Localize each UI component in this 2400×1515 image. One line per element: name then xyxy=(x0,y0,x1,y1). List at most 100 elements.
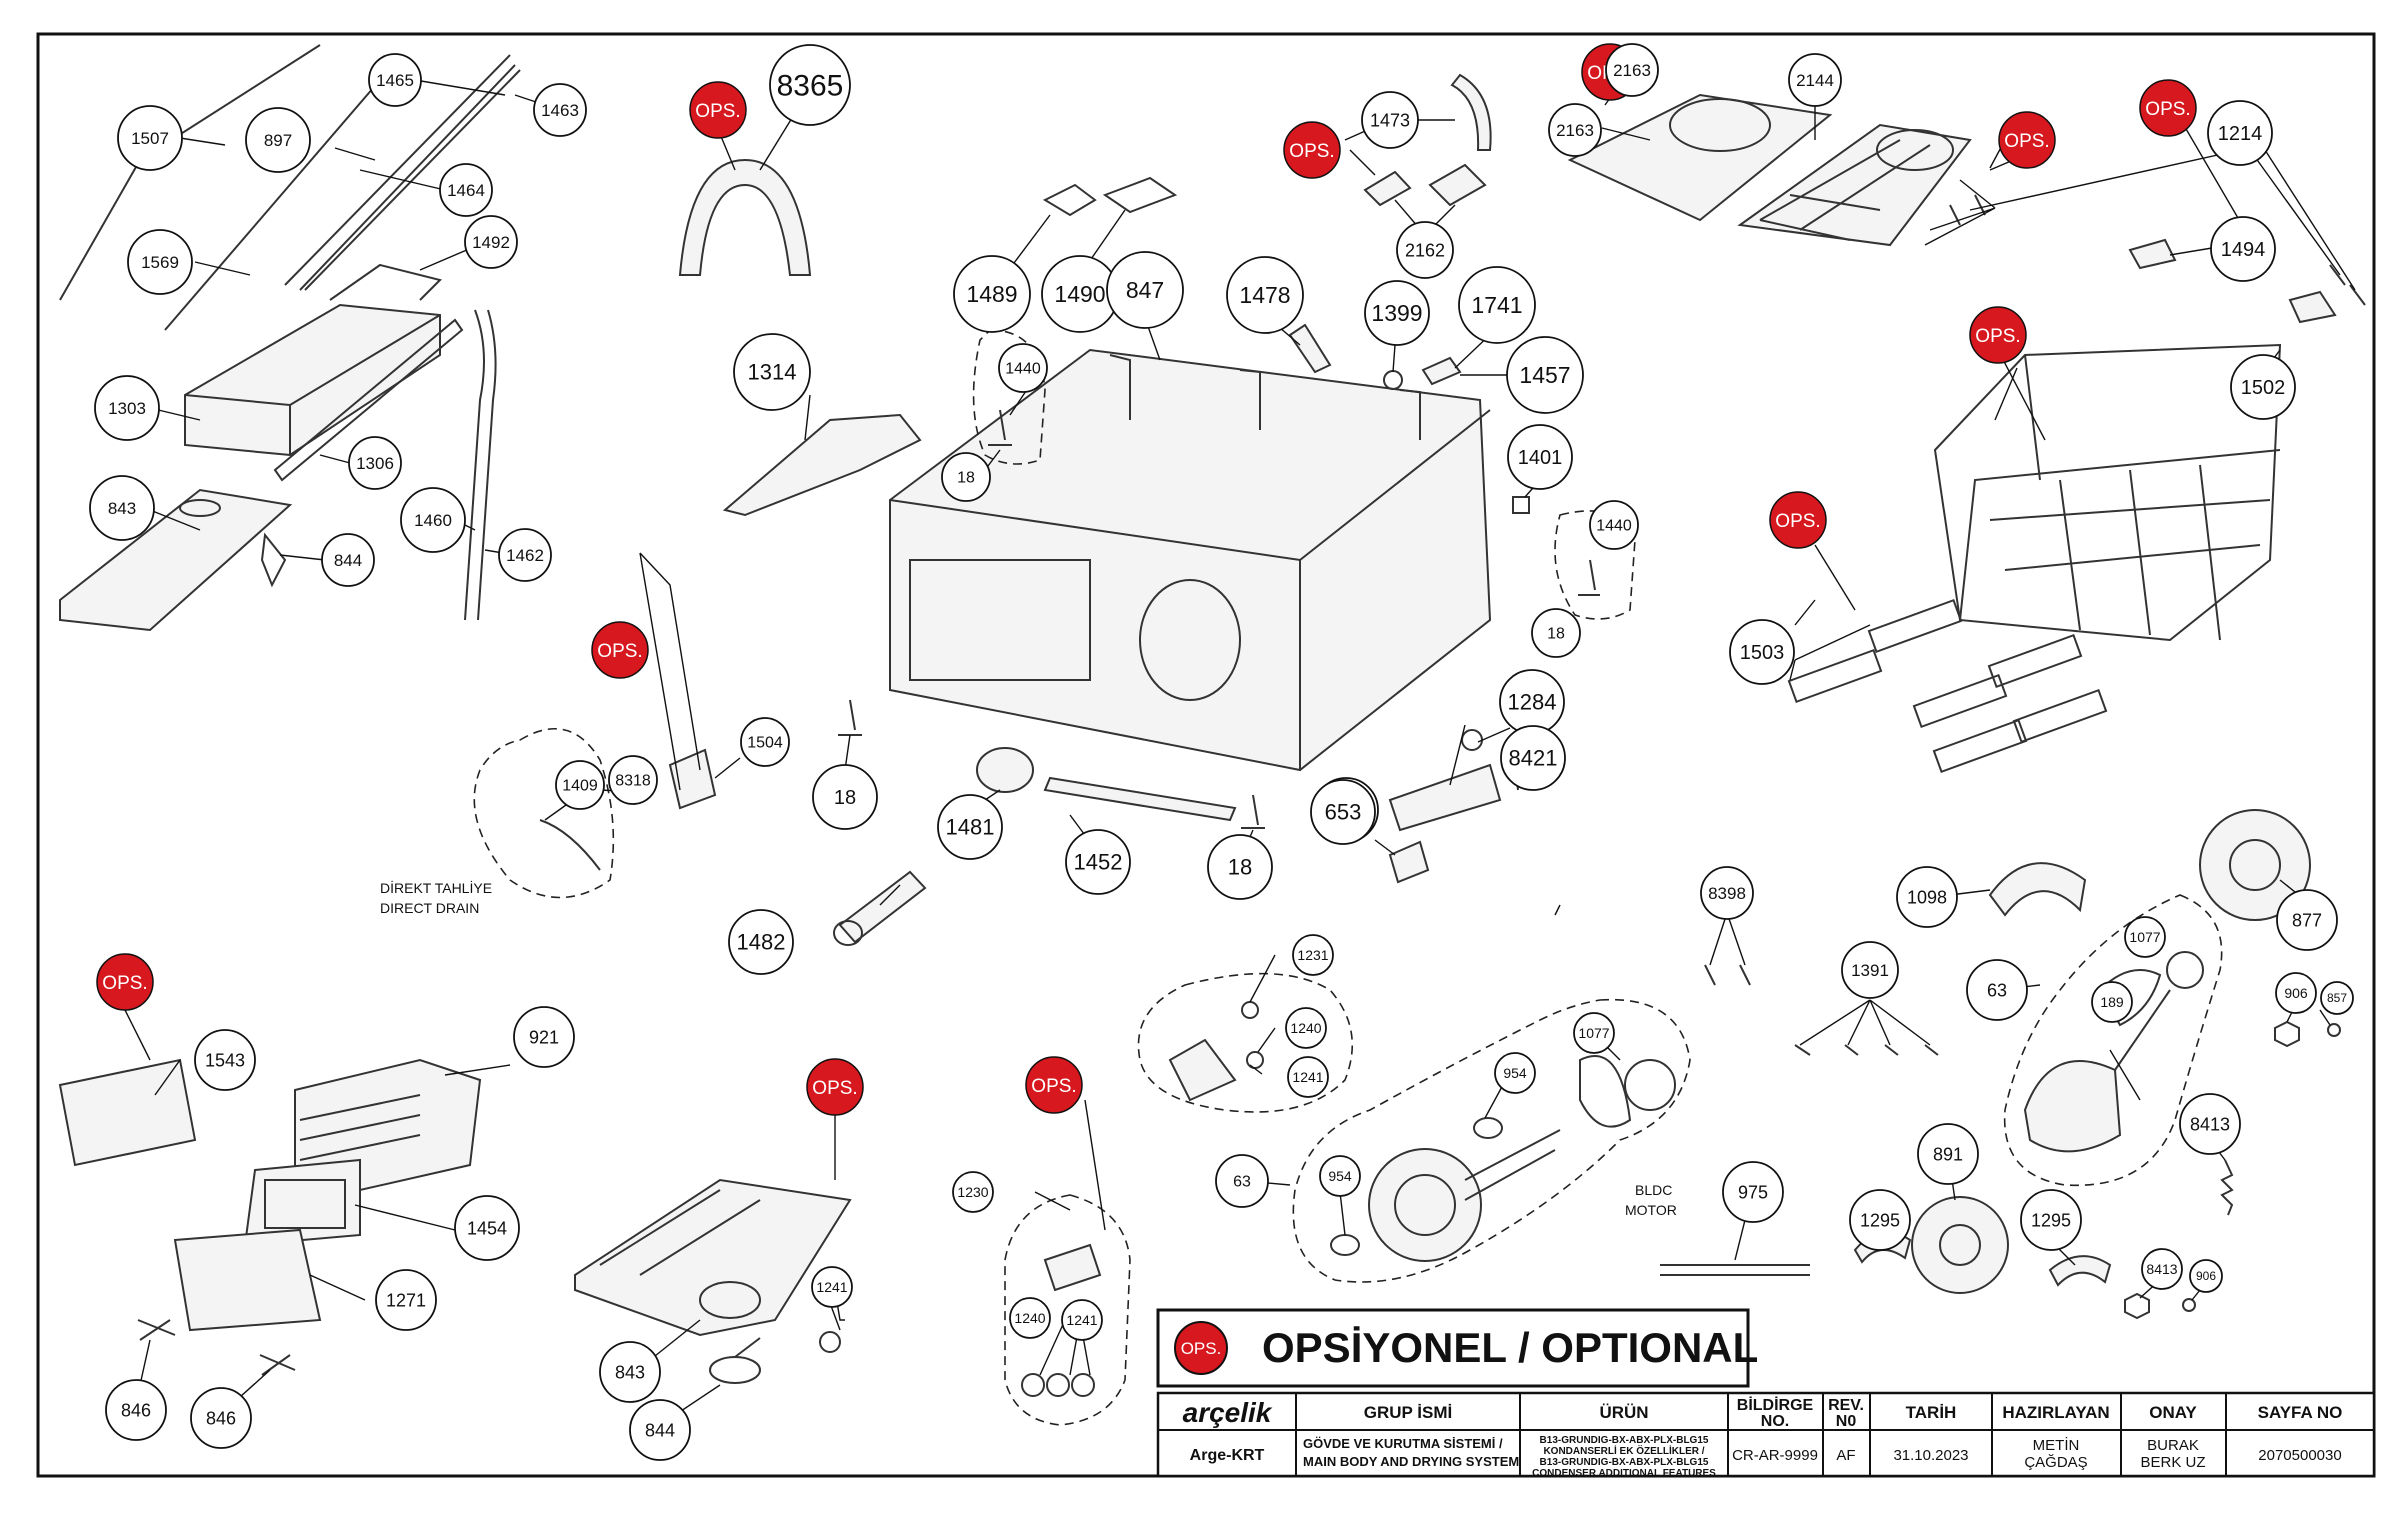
motor-label: MOTOR xyxy=(1625,1202,1677,1218)
callout-number: 1478 xyxy=(1239,282,1290,308)
callout-circle xyxy=(1226,256,1304,334)
callout-1741: 1741 xyxy=(1458,266,1536,344)
page-number: 2070500030 xyxy=(2258,1447,2341,1464)
callout-number: 18 xyxy=(957,470,975,487)
callout-number: 1231 xyxy=(1297,947,1328,963)
callout-number: 891 xyxy=(1933,1144,1963,1164)
callout-number: 1284 xyxy=(1508,690,1557,715)
callout-8365: 8365 xyxy=(769,44,851,126)
brand-sub: Arge-KRT xyxy=(1190,1447,1265,1464)
ops-badge-text: OPS. xyxy=(1031,1076,1076,1097)
callout-number: 1507 xyxy=(131,129,169,148)
group-line-2: MAIN BODY AND DRYING SYSTEM xyxy=(1303,1454,1519,1469)
revision: AF xyxy=(1836,1447,1855,1464)
callout-1478: 1478 xyxy=(1226,256,1304,334)
callout-1482: 1482 xyxy=(728,909,794,975)
ops-badge-text: OPS. xyxy=(2004,131,2049,152)
callout-1401: 1401 xyxy=(1507,424,1573,490)
callout-number: 1295 xyxy=(2031,1210,2071,1230)
callout-circle xyxy=(2020,1189,2082,1251)
callout-8413: 8413 xyxy=(2141,1248,2183,1290)
callout-1391: 1391 xyxy=(1841,941,1899,999)
callout-975: 975 xyxy=(1722,1161,1784,1223)
callout-number: 1440 xyxy=(1005,361,1041,378)
ops-badge-circle xyxy=(806,1058,864,1116)
callout-number: 1077 xyxy=(1578,1025,1609,1041)
callout-843: 843 xyxy=(89,475,155,541)
callout-circle xyxy=(952,1171,994,1213)
ops-badge: OPS. xyxy=(591,621,649,679)
callout-number: 1457 xyxy=(1519,362,1570,388)
callout-number: 1271 xyxy=(386,1290,426,1310)
product-line-1: B13-GRUNDIG-BX-ABX-PLX-BLG15 xyxy=(1540,1435,1709,1446)
callout-1440: 1440 xyxy=(998,343,1048,393)
callout-number: 653 xyxy=(1325,800,1362,825)
callout-circle xyxy=(439,163,493,217)
product-line-2: KONDANSERLİ EK ÖZELLİKLER / xyxy=(1543,1444,1704,1457)
callout-1504: 1504 xyxy=(740,717,790,767)
ops-badge: OPS. xyxy=(2139,79,2197,137)
callout-number: 18 xyxy=(1228,855,1252,880)
callout-18: 18 xyxy=(941,452,991,502)
callout-189: 189 xyxy=(2091,981,2133,1023)
callout-number: 1543 xyxy=(205,1050,245,1070)
callout-circle xyxy=(1896,866,1958,928)
ops-badge: OPS. xyxy=(806,1058,864,1116)
direct-drain-label-en: DIRECT DRAIN xyxy=(380,900,479,916)
header-notice-1: BİLDİRGE xyxy=(1737,1396,1814,1414)
callout-circle xyxy=(1507,424,1573,490)
callout-circle xyxy=(2179,1093,2241,1155)
callout-number: 189 xyxy=(2100,994,2124,1010)
callout-63: 63 xyxy=(1966,959,2028,1021)
callout-circle xyxy=(375,1269,437,1331)
kit-outlines xyxy=(473,329,2223,1426)
callout-circle xyxy=(1500,725,1566,791)
brand-logo: arçelik xyxy=(1183,1397,1273,1428)
callout-circle xyxy=(953,255,1031,333)
sheet-border xyxy=(36,32,2376,1478)
header-prepared: HAZIRLAYAN xyxy=(2002,1403,2109,1422)
callout-number: 1569 xyxy=(141,253,179,272)
callout-number: 1503 xyxy=(1740,642,1785,664)
callout-circle xyxy=(2230,354,2296,420)
callout-1295: 1295 xyxy=(2020,1189,2082,1251)
callout-circle xyxy=(1729,619,1795,685)
callout-number: 975 xyxy=(1738,1182,1768,1202)
callout-1241: 1241 xyxy=(1287,1056,1329,1098)
callout-1303: 1303 xyxy=(94,375,160,441)
callout-number: 1482 xyxy=(737,930,786,955)
callout-number: 1241 xyxy=(1292,1069,1323,1085)
approved-2: BERK UZ xyxy=(2140,1454,2205,1471)
callout-circle xyxy=(1009,1297,1051,1339)
callout-number: 906 xyxy=(2196,1269,2216,1283)
callout-number: 1440 xyxy=(1596,518,1632,535)
callout-1489: 1489 xyxy=(953,255,1031,333)
callout-number: 1295 xyxy=(1860,1210,1900,1230)
callout-921: 921 xyxy=(513,1006,575,1068)
callout-1271: 1271 xyxy=(375,1269,437,1331)
callout-number: 1502 xyxy=(2241,377,2286,399)
header-page: SAYFA NO xyxy=(2258,1403,2343,1422)
callouts: 1507146514638971464156914921303130684384… xyxy=(89,43,2354,1461)
callout-846: 846 xyxy=(105,1379,167,1441)
callout-circle xyxy=(728,909,794,975)
callout-number: 1306 xyxy=(356,454,394,473)
callout-circle xyxy=(1548,103,1602,157)
callout-number: 844 xyxy=(334,551,362,570)
callout-circle xyxy=(2091,981,2133,1023)
callout-circle xyxy=(1841,941,1899,999)
callout-1230: 1230 xyxy=(952,1171,994,1213)
callout-number: 1401 xyxy=(1518,447,1563,469)
callout-number: 954 xyxy=(1503,1065,1527,1081)
ops-badge: OPS. xyxy=(1025,1056,1083,1114)
callout-number: 954 xyxy=(1328,1168,1352,1184)
callout-18: 18 xyxy=(1531,608,1581,658)
callout-circle xyxy=(454,1195,520,1261)
header-group: GRUP İSMİ xyxy=(1364,1403,1452,1422)
ops-badge-circle xyxy=(591,621,649,679)
callout-2144: 2144 xyxy=(1788,53,1842,107)
callout-number: 8413 xyxy=(2190,1114,2230,1134)
callout-circle xyxy=(190,1387,252,1449)
callout-number: 843 xyxy=(108,499,136,518)
callout-number: 2144 xyxy=(1796,71,1834,90)
